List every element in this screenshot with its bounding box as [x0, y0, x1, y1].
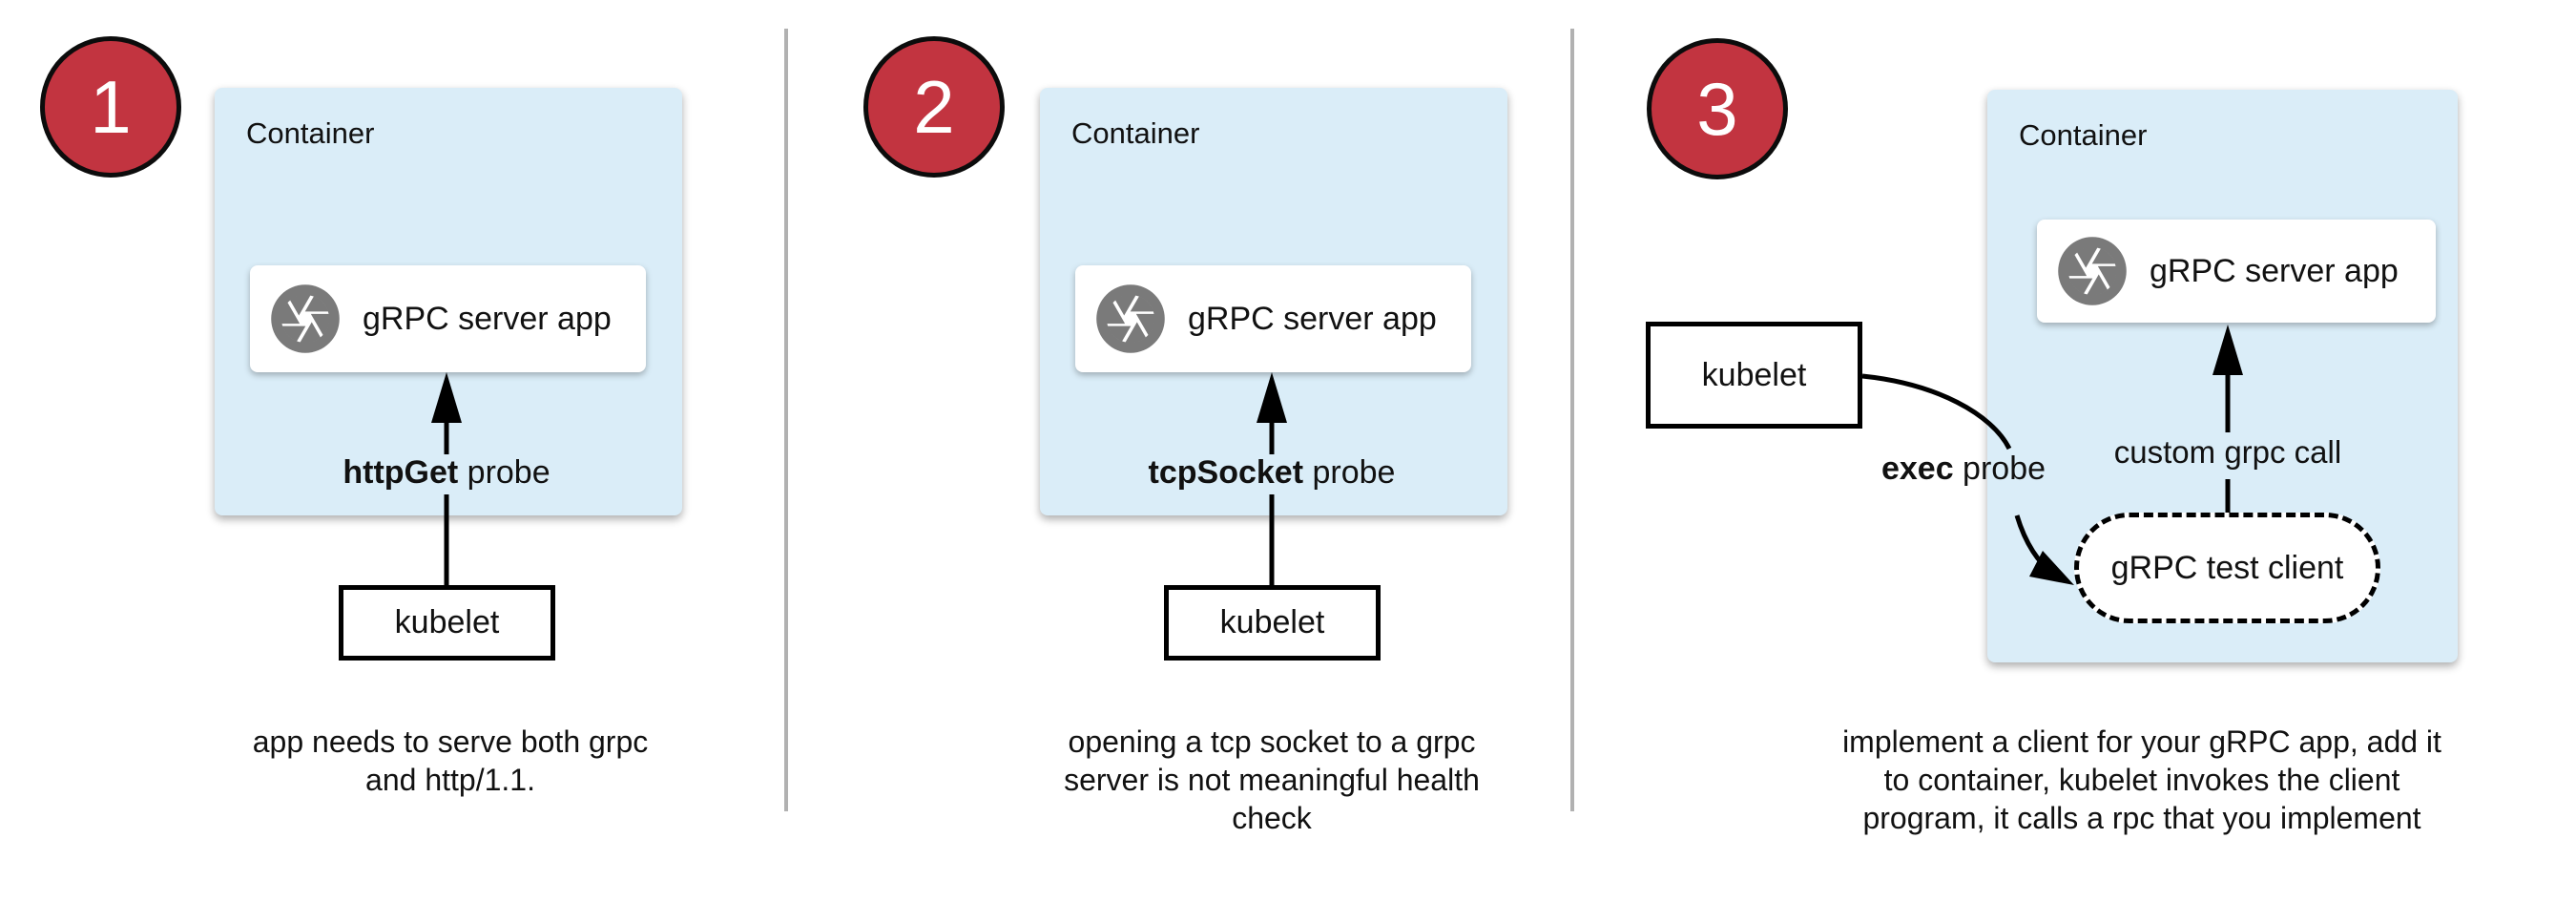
step-badge-2: 2 [863, 36, 1005, 178]
step-number: 2 [913, 64, 955, 149]
panel-divider-1 [784, 29, 788, 811]
container-label: Container [2019, 118, 2148, 152]
container-label: Container [1071, 116, 1200, 150]
container-label: Container [246, 116, 375, 150]
aperture-icon [2058, 237, 2127, 305]
grpc-test-client-label: gRPC test client [2110, 549, 2344, 586]
grpc-server-app-box-3: gRPC server app [2037, 220, 2436, 323]
httpget-probe-label: httpGet probe [343, 454, 551, 491]
grpc-server-app-label: gRPC server app [363, 300, 612, 337]
grpc-server-app-box-2: gRPC server app [1075, 265, 1471, 372]
probe-type: exec [1880, 451, 1954, 487]
kubelet-box-3: kubelet [1646, 322, 1862, 429]
grpc-server-app-label: gRPC server app [2150, 252, 2399, 289]
step-number: 1 [90, 64, 132, 149]
probe-type: httpGet [343, 454, 459, 491]
caption-1: app needs to serve both grpc and http/1.… [252, 724, 649, 797]
kubelet-box-2: kubelet [1164, 585, 1381, 661]
caption-2: opening a tcp socket to a grpc server is… [1064, 724, 1480, 835]
caption-3: implement a client for your gRPC app, ad… [1842, 724, 2441, 835]
tcpsocket-probe-label: tcpSocket probe [1148, 454, 1396, 491]
kubelet-box-1: kubelet [339, 585, 555, 661]
grpc-server-app-label: gRPC server app [1188, 300, 1437, 337]
grpc-server-app-box-1: gRPC server app [250, 265, 646, 372]
step-badge-3: 3 [1647, 38, 1788, 179]
panel-divider-2 [1570, 29, 1574, 811]
kubelet-label: kubelet [1219, 604, 1325, 640]
kubelet-label: kubelet [1701, 356, 1807, 393]
exec-probe-label: exec probe [1880, 451, 2046, 487]
grpc-test-client-box: gRPC test client [2074, 513, 2380, 623]
aperture-icon [271, 284, 340, 353]
kubelet-label: kubelet [394, 604, 500, 640]
probe-type: tcpSocket [1148, 454, 1304, 491]
step-number: 3 [1696, 66, 1738, 151]
step-badge-1: 1 [40, 36, 181, 178]
aperture-icon [1096, 284, 1165, 353]
custom-grpc-call-label: custom grpc call [2113, 434, 2342, 470]
